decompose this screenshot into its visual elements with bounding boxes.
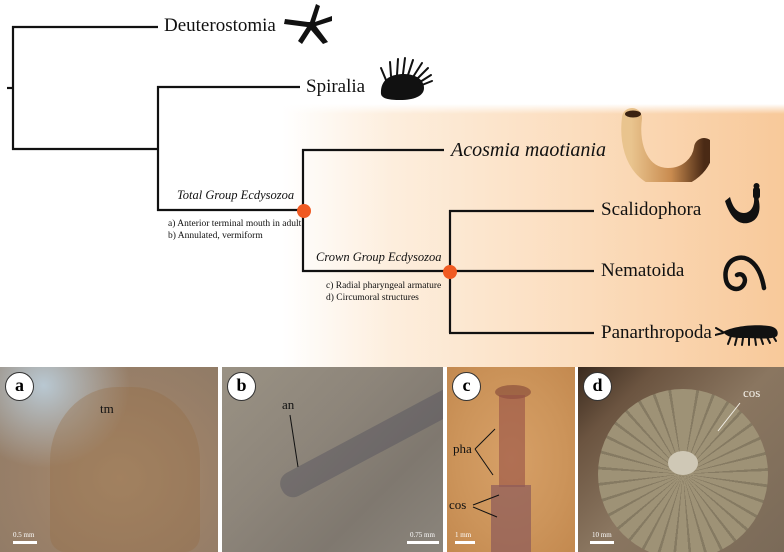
taxon-panarthropoda: Panarthropoda bbox=[601, 322, 712, 343]
panel-label-b: b bbox=[227, 372, 256, 401]
taxon-nematoida: Nematoida bbox=[601, 260, 685, 281]
starfish-silhouette-icon bbox=[284, 4, 332, 44]
total-group-characters: a) Anterior terminal mouth in adult b) A… bbox=[168, 218, 301, 242]
panel-b: b an 0.75 mm bbox=[222, 367, 443, 552]
character-d: d) Circumoral structures bbox=[326, 293, 419, 303]
annotation-pha: pha bbox=[453, 441, 472, 456]
highlight-fade bbox=[0, 104, 784, 114]
total-group-node bbox=[297, 204, 311, 218]
scale-bar-b bbox=[407, 541, 439, 544]
annotation-pointer-d bbox=[717, 402, 741, 432]
crown-group-characters: c) Radial pharyngeal armature d) Circumo… bbox=[326, 280, 441, 304]
scale-bar-c bbox=[455, 541, 475, 544]
curved-worm-illustration bbox=[621, 108, 710, 182]
annotation-cos: cos bbox=[449, 497, 467, 512]
scale-label-c: 1 mm bbox=[455, 531, 472, 539]
panel-label-c: c bbox=[452, 372, 481, 401]
crown-group-node bbox=[443, 265, 457, 279]
annotation-pointer-an bbox=[289, 414, 299, 468]
panel-label-a: a bbox=[5, 372, 34, 401]
scale-label-d: 10 mm bbox=[592, 531, 612, 539]
taxon-acosmia-maotiania: Acosmia maotiania bbox=[451, 139, 606, 161]
scale-label-a: 0.5 mm bbox=[13, 531, 35, 539]
velvet-worm-silhouette-icon bbox=[715, 325, 778, 346]
spiny-mollusc-silhouette-icon bbox=[380, 57, 433, 100]
ecdysozoa-highlight-background bbox=[0, 104, 784, 367]
panel-d: d cos 10 mm bbox=[578, 367, 784, 552]
fossil-trunk bbox=[491, 485, 531, 552]
clade-label-total-group: Total Group Ecdysozoa bbox=[177, 188, 295, 202]
character-a: a) Anterior terminal mouth in adult bbox=[168, 219, 302, 229]
character-b: b) Annulated, vermiform bbox=[168, 231, 263, 241]
scale-label-b: 0.75 mm bbox=[410, 531, 435, 539]
taxon-deuterostomia: Deuterostomia bbox=[164, 15, 276, 36]
annotation-an: an bbox=[282, 397, 295, 412]
fossil-body bbox=[50, 387, 200, 552]
annotation-cos-d: cos bbox=[743, 385, 761, 400]
scale-bar-a bbox=[13, 541, 37, 544]
panel-c: c pha cos 1 mm bbox=[447, 367, 575, 552]
tree-branches bbox=[7, 25, 594, 335]
priapulid-silhouette-icon bbox=[725, 183, 760, 224]
scale-bar-d bbox=[590, 541, 614, 544]
fossil-photo-panels: a tm 0.5 mm b an 0.75 mm c pha cos bbox=[0, 367, 784, 552]
character-c: c) Radial pharyngeal armature bbox=[326, 281, 442, 291]
taxon-scalidophora: Scalidophora bbox=[601, 199, 702, 220]
clade-label-crown-group: Crown Group Ecdysozoa bbox=[316, 250, 442, 264]
annotation-pointers-c bbox=[472, 428, 500, 518]
panel-a: a tm 0.5 mm bbox=[0, 367, 218, 552]
annotation-tm: tm bbox=[100, 401, 114, 416]
fossil-center bbox=[668, 451, 698, 475]
panel-label-d: d bbox=[583, 372, 612, 401]
coiled-nematode-silhouette-icon bbox=[723, 255, 767, 292]
taxon-spiralia: Spiralia bbox=[306, 76, 366, 97]
fossil-pharynx bbox=[499, 395, 525, 487]
phylogenetic-tree: Deuterostomia Spiralia Acosmia maotiania… bbox=[0, 4, 784, 367]
